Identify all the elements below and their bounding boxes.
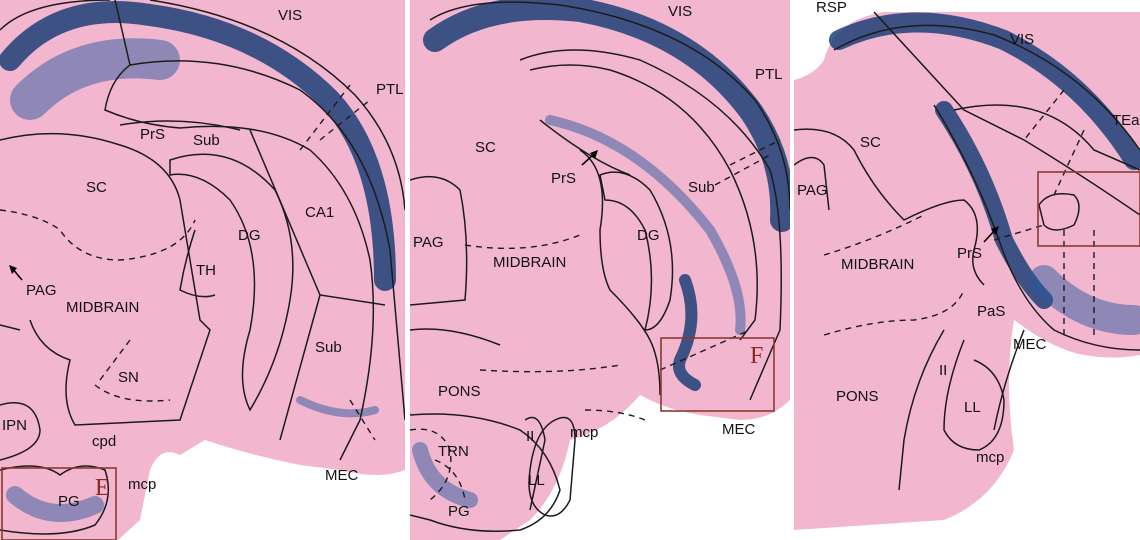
panel-a-label-ca1: CA1: [305, 204, 334, 221]
panel-b-tissue: [410, 0, 790, 540]
panel-c-label-ii: II: [939, 362, 947, 379]
panel-c-label-mec: MEC: [1013, 336, 1047, 353]
panel-c-label-midbrain: MIDBRAIN: [841, 256, 914, 273]
panel-a-midbrain-outline: [0, 132, 211, 426]
panel-a-outer-boundary: [149, 0, 405, 211]
panel-b-pons-outline: [410, 328, 561, 532]
panel-a-label-pg: PG: [58, 493, 80, 510]
panel-b-stain-sub: [545, 115, 746, 335]
panel-a-section: VIS PTL PrS Sub SC CA1 DG TH PAG MIDBRAI…: [0, 0, 405, 540]
panel-b-label-vis: VIS: [668, 3, 692, 20]
panel-c-label-sc: SC: [860, 134, 881, 151]
panel-b-label-prs: PrS: [551, 170, 576, 187]
panel-c-hippocampus-outline: [953, 104, 1140, 231]
panel-b-label-trn: TRN: [438, 443, 469, 460]
panel-a-inset-box: [1, 467, 117, 540]
panel-b-label-mcp: mcp: [570, 424, 598, 441]
panel-c-label-ll: LL: [964, 399, 981, 416]
panel-a-stain-lower: [296, 396, 379, 418]
panel-c-arrowhead: [991, 226, 999, 235]
panel-b-arrowhead: [590, 150, 598, 159]
panel-c-label-pons: PONS: [836, 388, 879, 405]
panel-a-label-pag: PAG: [26, 282, 57, 299]
panel-b-hippocampus-outline: [529, 64, 758, 341]
panel-c-label-pag: PAG: [797, 182, 828, 199]
panel-c-label-prs: PrS: [957, 245, 982, 262]
panel-a-label-cpd: cpd: [92, 433, 116, 450]
panel-b-cortex-outline: [429, 1, 790, 401]
panel-b-dg-outline: [599, 171, 674, 331]
panel-a-label-prs: PrS: [140, 126, 165, 143]
panel-c-section: RSP VIS TEa SC PAG MIDBRAIN PrS PaS MEC …: [794, 0, 1140, 530]
panel-a-hippocampus-outline: [104, 64, 375, 461]
panel-a-label-sub-lower: Sub: [315, 339, 342, 356]
panel-a-label-vis: VIS: [278, 7, 302, 24]
panel-c-cortex-outline: [833, 11, 1140, 351]
panel-b-label-sub: Sub: [688, 179, 715, 196]
panel-c-label-vis: VIS: [1010, 31, 1034, 48]
panel-c-pons-outline: [898, 329, 1025, 491]
panel-a-dashed-borders: [0, 84, 376, 441]
panel-b-stain-mec: [673, 274, 701, 391]
panel-c-inset-box: [1037, 171, 1140, 247]
panel-b-inset-letter: F: [750, 343, 763, 369]
panel-a-stain-cortex: [0, 1, 396, 291]
panel-b: VIS PTL SC PrS Sub PAG DG MIDBRAIN PONS …: [410, 0, 790, 540]
panel-a-cortex-boundary: [0, 0, 405, 421]
panel-a-inset-letter: E: [95, 475, 110, 501]
panel-b-label-midbrain: MIDBRAIN: [493, 254, 566, 271]
panel-a-stain-pg: [6, 486, 104, 522]
panel-c-label-mcp: mcp: [976, 449, 1004, 466]
panel-a-label-mec: MEC: [325, 467, 359, 484]
panel-b-label-pons: PONS: [438, 383, 481, 400]
panel-b-arrow: [581, 153, 595, 166]
panel-b-label-ptl: PTL: [755, 66, 783, 83]
panel-c-arrow: [983, 229, 996, 243]
panel-a: VIS PTL PrS Sub SC CA1 DG TH PAG MIDBRAI…: [0, 0, 405, 540]
panel-b-inset-box: [660, 337, 775, 412]
panel-b-label-dg: DG: [637, 227, 660, 244]
panel-a-label-sn: SN: [118, 369, 139, 386]
panel-b-section: VIS PTL SC PrS Sub PAG DG MIDBRAIN PONS …: [410, 0, 790, 540]
panel-b-stain-trn: [412, 442, 478, 508]
panel-c-label-pas: PaS: [977, 303, 1005, 320]
panel-a-label-th: TH: [196, 262, 216, 279]
panel-a-ipn-outline: [0, 402, 41, 461]
panel-a-arrowhead: [9, 265, 17, 274]
panel-b-label-ll: LL: [528, 472, 545, 489]
panel-b-ll-outline: [524, 416, 576, 517]
panel-b-dashed-borders: [410, 139, 781, 501]
panel-c-tissue: [794, 12, 1140, 530]
panel-c-stain-hippocampus: [935, 101, 1053, 309]
panel-c-midbrain-outline: [794, 128, 985, 286]
panel-a-label-sc: SC: [86, 179, 107, 196]
panel-c-label-tea: TEa: [1112, 112, 1140, 129]
panel-a-label-ptl: PTL: [376, 81, 404, 98]
panel-b-label-sc: SC: [475, 139, 496, 156]
panel-c: RSP VIS TEa SC PAG MIDBRAIN PrS PaS MEC …: [794, 0, 1140, 540]
panel-b-label-pag: PAG: [413, 234, 444, 251]
panel-c-stain-mec: [1029, 265, 1140, 335]
panel-b-label-ii: II: [526, 428, 534, 445]
panel-a-label-midbrain: MIDBRAIN: [66, 299, 139, 316]
panel-a-label-sub-upper: Sub: [193, 132, 220, 149]
panel-a-label-dg: DG: [238, 227, 261, 244]
panel-b-label-mec: MEC: [722, 421, 756, 438]
panel-a-stain-diffuse: [10, 38, 180, 120]
panel-a-subiculum-line: [119, 120, 386, 441]
panel-c-dashed-borders: [823, 89, 1095, 340]
panel-b-label-pg: PG: [448, 503, 470, 520]
panel-c-label-rsp: RSP: [816, 0, 847, 16]
panel-a-label-mcp: mcp: [128, 476, 156, 493]
panel-b-midbrain-outline: [410, 149, 661, 396]
panel-b-stain-cortex: [423, 0, 790, 232]
panel-a-th-outline: [179, 229, 216, 298]
panel-a-label-ipn: IPN: [2, 417, 27, 434]
